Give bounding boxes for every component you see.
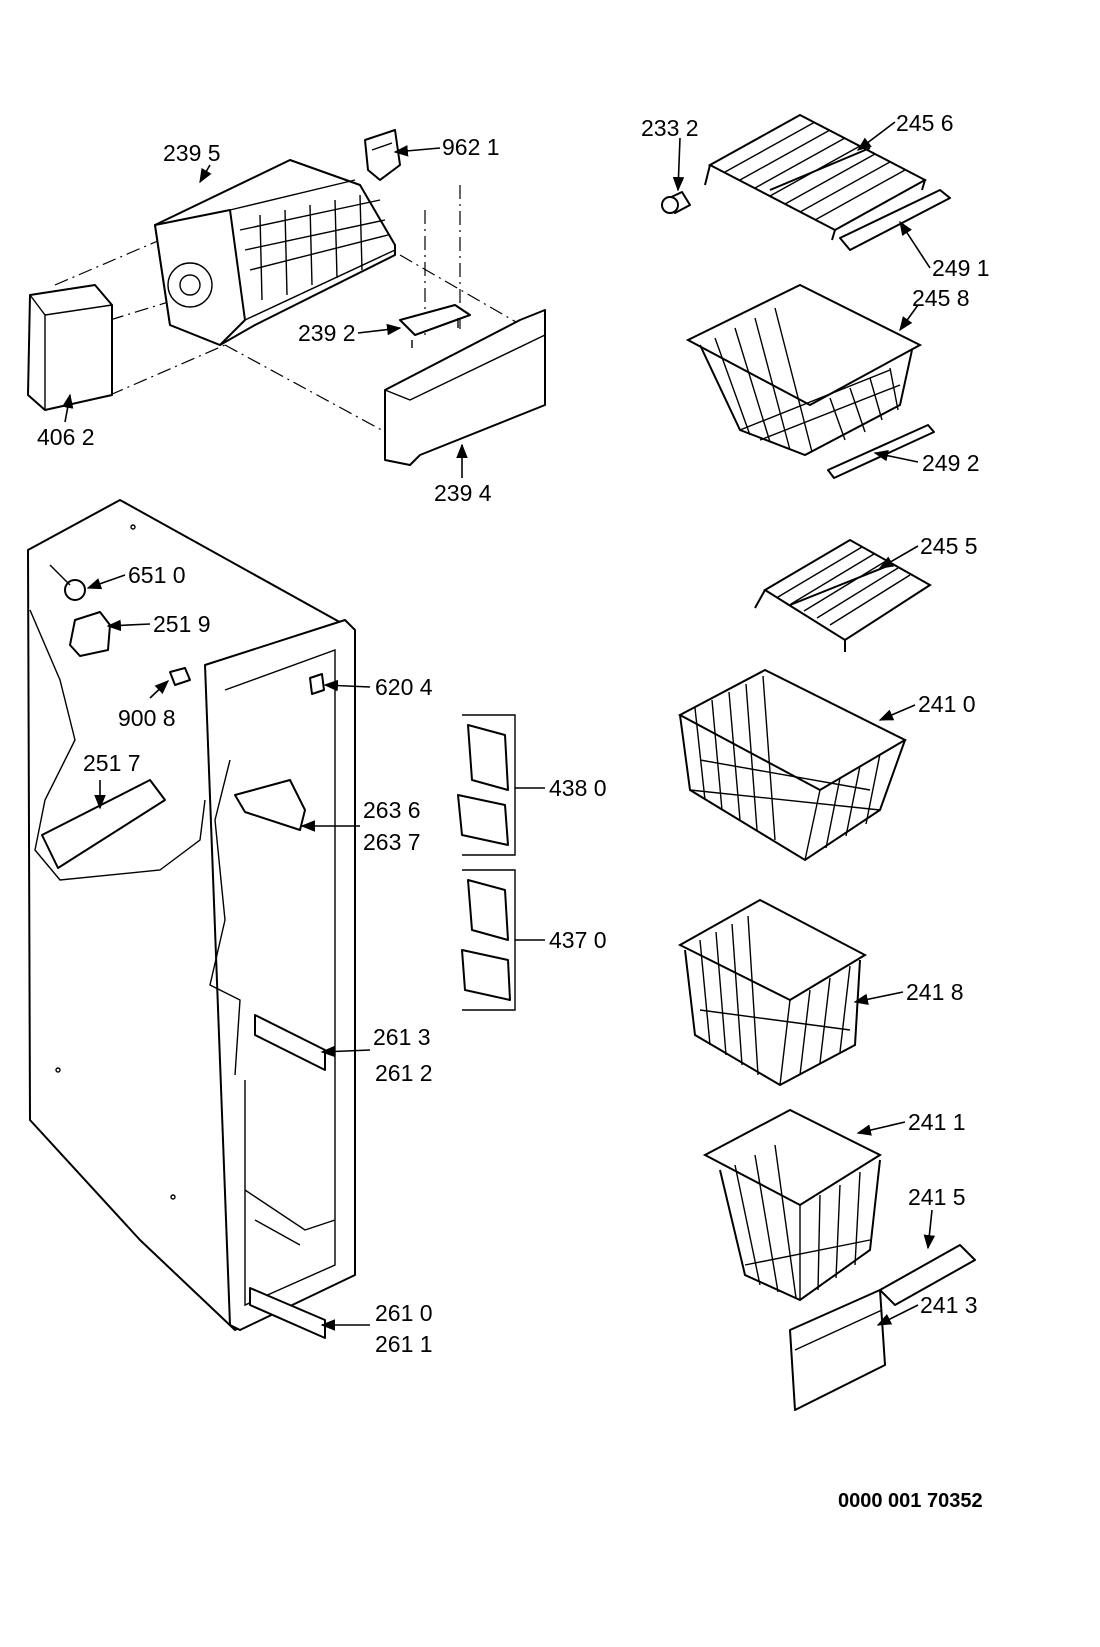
label-437-0: 437 0 <box>549 927 607 953</box>
label-261-3: 261 3 <box>373 1024 431 1050</box>
connector-part <box>169 667 191 686</box>
label-249-1: 249 1 <box>932 255 990 281</box>
label-241-5: 241 5 <box>908 1184 966 1210</box>
rail-part-upper <box>254 1014 326 1071</box>
label-249-2: 249 2 <box>922 450 980 476</box>
document-number: 0000 001 70352 <box>838 1490 983 1512</box>
label-261-0: 261 0 <box>375 1300 433 1326</box>
label-251-9: 251 9 <box>153 611 211 637</box>
label-900-8: 900 8 <box>118 705 176 731</box>
wire-basket-upper <box>685 283 923 457</box>
label-241-1: 241 1 <box>908 1109 966 1135</box>
control-boards <box>457 714 516 1011</box>
switch-part <box>309 673 325 695</box>
label-261-1: 261 1 <box>375 1331 433 1357</box>
label-620-4: 620 4 <box>375 674 433 700</box>
label-245-6: 245 6 <box>896 110 954 136</box>
label-239-5: 239 5 <box>163 140 221 166</box>
label-263-6: 263 6 <box>363 797 421 823</box>
label-406-2: 406 2 <box>37 424 95 450</box>
label-241-3: 241 3 <box>920 1292 978 1318</box>
wire-shelf-upper <box>704 113 928 241</box>
label-245-8: 245 8 <box>912 285 970 311</box>
label-438-0: 438 0 <box>549 775 607 801</box>
rail-part-lower <box>249 1287 326 1339</box>
label-241-8: 241 8 <box>906 979 964 1005</box>
wire-basket-0 <box>677 668 908 862</box>
ice-maker-assembly <box>27 129 546 466</box>
freezer-cabinet <box>27 499 356 1339</box>
label-263-7: 263 7 <box>363 829 421 855</box>
lamp-cover-part <box>69 611 111 657</box>
wire-basket-1 <box>702 1108 883 1302</box>
label-245-5: 245 5 <box>920 533 978 559</box>
part-labels: 239 5 962 1 406 2 239 2 239 4 233 2 245 … <box>37 110 990 1512</box>
label-233-2: 233 2 <box>641 115 699 141</box>
label-261-2: 261 2 <box>375 1060 433 1086</box>
label-251-7: 251 7 <box>83 750 141 776</box>
label-239-4: 239 4 <box>434 480 492 506</box>
knob-part <box>661 191 691 214</box>
wire-basket-8 <box>677 898 868 1087</box>
label-962-1: 962 1 <box>442 134 500 160</box>
channel-part <box>234 779 306 831</box>
label-239-2: 239 2 <box>298 320 356 346</box>
lamp-part <box>49 564 86 601</box>
leader-lines <box>61 121 936 1331</box>
label-241-0: 241 0 <box>918 691 976 717</box>
label-651-0: 651 0 <box>128 562 186 588</box>
wire-shelf-middle <box>754 538 932 652</box>
cover-plate-part <box>41 779 166 869</box>
